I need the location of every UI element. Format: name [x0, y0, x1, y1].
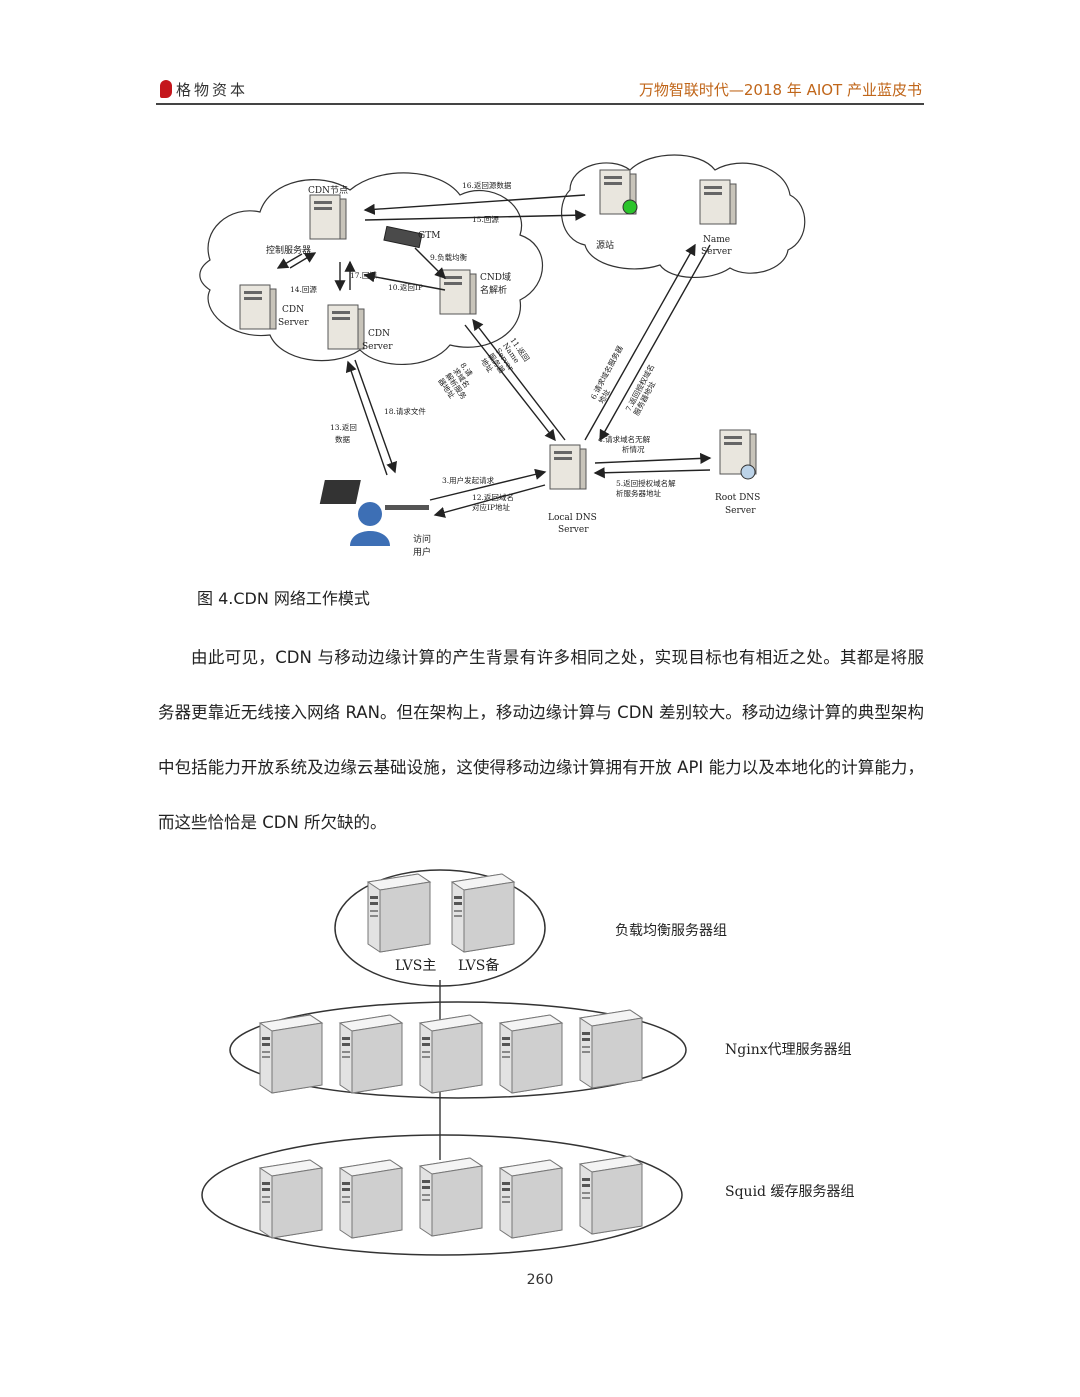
control-server-icon [309, 194, 347, 240]
lb-group-ellipse [334, 869, 546, 987]
body-paragraph: 由此可见，CDN 与移动边缘计算的产生背景有许多相同之处，实现目标也有相近之处。… [158, 630, 924, 850]
local-dns-server-icon [549, 444, 587, 490]
origin-cloud [561, 154, 806, 278]
cdn-server-b-icon [327, 304, 365, 350]
squid-group-ellipse [201, 1134, 683, 1256]
origin-status-icon [622, 199, 638, 215]
cdn-node-cloud [199, 172, 543, 366]
arrow-5-label-2: 析服务器地址 [616, 488, 661, 498]
logo-text: 格物资本 [176, 80, 249, 99]
name-server-icon [699, 179, 737, 225]
arrow-12-label-1: 12.返回域名 [472, 492, 514, 502]
publisher-logo: 格物资本 [160, 78, 248, 100]
arrow-5-label-1: 5.返回授权域名解 [616, 478, 676, 488]
arrow-10-label: 10.返回IP [388, 283, 423, 292]
arrow-12-label-2: 对应IP地址 [472, 502, 511, 512]
nginx-group-ellipse [229, 1001, 687, 1099]
user-icon [350, 502, 390, 546]
squid-group-label: Squid 缓存服务器组 [725, 1184, 854, 1200]
header-rule [156, 103, 924, 105]
page-number: 260 [526, 1272, 554, 1288]
arrow-17-label: 17.回源 [350, 271, 377, 280]
nginx-server-icon-1 [259, 1014, 323, 1094]
user-label-1: 访问 [413, 533, 431, 545]
lvs-main-label: LVS主 [395, 958, 436, 974]
cnd-resolve-label-1: CND域 [480, 271, 511, 283]
arrow-13-label-1: 13.返回 [330, 423, 357, 432]
lb-group-label: 负载均衡服务器组 [615, 923, 727, 939]
squid-server-icon-4 [499, 1159, 563, 1239]
squid-server-icon-5 [579, 1155, 643, 1235]
arrow-3-label: 3.用户发起请求 [442, 475, 495, 485]
control-server-label: 控制服务器 [266, 244, 311, 256]
root-dns-label-1: Root DNS [715, 493, 760, 503]
arrow-15-label: 15.回源 [472, 215, 499, 224]
root-dns-label-2: Server [725, 506, 756, 516]
cdn-server-b-label-2: Server [362, 342, 393, 352]
body-text: 由此可见，CDN 与移动边缘计算的产生背景有许多相同之处，实现目标也有相近之处。… [158, 648, 924, 832]
nginx-server-icon-4 [499, 1014, 563, 1094]
lvs-backup-server-icon [451, 873, 515, 953]
figure-caption: 图 4.CDN 网络工作模式 [197, 589, 370, 608]
laptop-icon [319, 480, 429, 510]
local-dns-label-2: Server [558, 525, 589, 535]
lvs-backup-label: LVS备 [458, 957, 499, 974]
nginx-server-icon-2 [339, 1014, 403, 1094]
arrow-4-label-1: 4.请求域名无解 [598, 434, 651, 444]
cdn-server-a-label-1: CDN [282, 305, 304, 315]
squid-server-icon-1 [259, 1159, 323, 1239]
cdn-server-a-label-2: Server [278, 318, 309, 328]
arrow-18-label: 18.请求文件 [384, 406, 426, 416]
arrow-9-label: 9.负载均衡 [430, 252, 468, 262]
arrow-16-label: 16.返回源数据 [462, 180, 512, 190]
nginx-group-label: Nginx代理服务器组 [725, 1042, 852, 1058]
arrow-14-label: 14.回源 [290, 285, 317, 294]
server-group-diagram: LVS主 LVS备 负载均衡服务器组 Nginx代理服务器组 Squid 缓存服… [201, 869, 854, 1256]
local-dns-label-1: Local DNS [548, 513, 597, 523]
squid-server-icon-3 [419, 1157, 483, 1237]
gtm-device-icon [383, 225, 423, 249]
gtm-label: GTM [418, 231, 440, 241]
site-label: 源站 [596, 239, 614, 251]
user-label-2: 用户 [413, 546, 431, 558]
cdn-workflow-diagram: CDN节点 控制服务器 CDN Server CDN Server GTM CN… [199, 154, 806, 558]
dns-resolve-server-icon [439, 269, 477, 315]
squid-server-icon-2 [339, 1159, 403, 1239]
cnd-resolve-label-2: 名解析 [480, 284, 507, 296]
globe-icon [740, 464, 756, 480]
cdn-node-label: CDN节点 [308, 185, 348, 196]
arrow-13-label-2: 数据 [335, 434, 350, 444]
lvs-main-server-icon [367, 873, 431, 953]
cdn-server-a-icon [239, 284, 277, 330]
name-server-label-1: Name [703, 235, 730, 245]
arrow-4-label-2: 析情况 [622, 444, 645, 454]
nginx-server-icon-5 [579, 1009, 643, 1089]
nginx-server-icon-3 [419, 1014, 483, 1094]
logo-mark-icon [160, 80, 172, 98]
cdn-server-b-label-1: CDN [368, 329, 390, 339]
name-server-label-2: Server [701, 247, 732, 257]
running-header-title: 万物智联时代—2018 年 AIOT 产业蓝皮书 [638, 81, 922, 99]
